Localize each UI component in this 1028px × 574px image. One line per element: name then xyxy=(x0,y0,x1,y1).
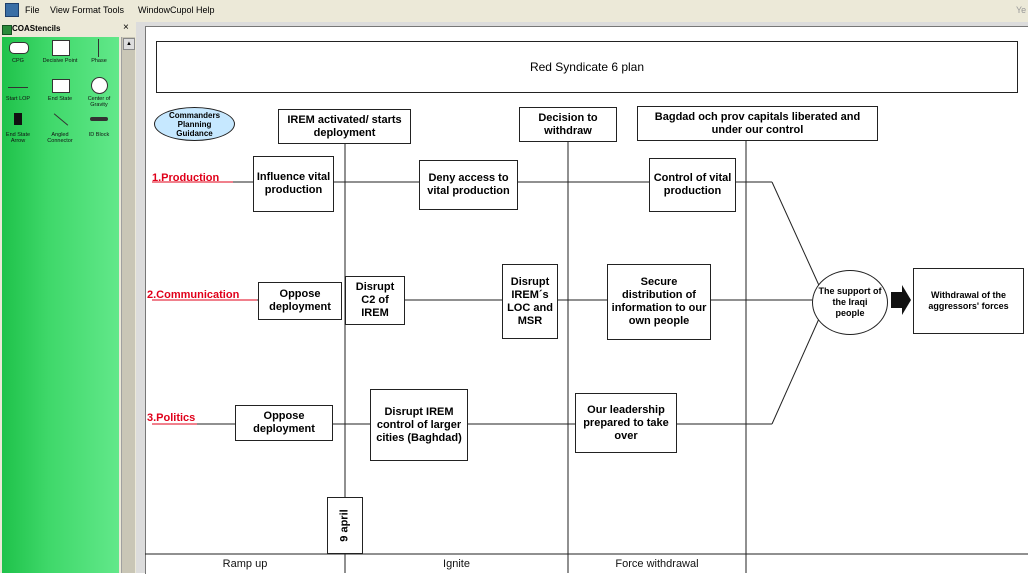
stencil-label-center-of-gravity: Center of Gravity xyxy=(87,96,111,108)
box-oppose-deployment-comm[interactable]: Oppose deployment xyxy=(258,282,342,320)
menu-tools[interactable]: Tools xyxy=(103,5,125,15)
center-of-gravity[interactable]: The support of the Iraqi people xyxy=(812,270,888,335)
end-state-stencil-icon[interactable] xyxy=(52,79,70,93)
box-leadership-prepared[interactable]: Our leadership prepared to take over xyxy=(575,393,677,453)
menu-file[interactable]: File xyxy=(25,5,40,15)
phase-ignite: Ignite xyxy=(443,558,470,570)
stencil-label-angled-connector: Angled Connector xyxy=(47,132,73,144)
stencil-label-id-block: ID Block xyxy=(88,132,110,138)
box-deny-access[interactable]: Deny access to vital production xyxy=(419,160,518,210)
stencil-title: COAStencils xyxy=(12,24,61,33)
close-icon[interactable]: × xyxy=(123,22,129,33)
box-oppose-deployment-politics[interactable]: Oppose deployment xyxy=(235,405,333,441)
stencil-label-end-state: End State xyxy=(47,96,73,102)
milestone-irem-activated[interactable]: IREM activated/ starts deployment xyxy=(278,109,411,144)
milestone-decision-withdraw[interactable]: Decision to withdraw xyxy=(519,107,617,142)
stencil-label-end-state-arrow: End State Arrow xyxy=(5,132,31,144)
date-marker-label: 9 april xyxy=(338,509,351,542)
scroll-up-icon[interactable]: ▲ xyxy=(123,38,135,50)
stencil-icon xyxy=(2,25,12,35)
center-of-gravity-stencil-icon[interactable] xyxy=(91,77,108,94)
plan-title-box[interactable]: Red Syndicate 6 plan xyxy=(156,41,1018,93)
box-disrupt-irem-cities[interactable]: Disrupt IREM control of larger cities (B… xyxy=(370,389,468,461)
stencil-label-start-lop: Start LOP xyxy=(5,96,31,102)
app-icon[interactable] xyxy=(5,3,19,17)
stencil-body: CPG Decisive Point Phase Start LOP End S… xyxy=(2,37,119,573)
commanders-planning-guidance[interactable]: Commanders Planning Guidance xyxy=(154,107,235,141)
box-influence-vital-production[interactable]: Influence vital production xyxy=(253,156,334,212)
stencil-scrollbar[interactable]: ▲ xyxy=(121,37,135,573)
id-block-stencil-icon[interactable] xyxy=(90,117,108,121)
box-disrupt-c2[interactable]: Disrupt C2 of IREM xyxy=(345,276,405,325)
phase-force-withdrawal: Force withdrawal xyxy=(615,558,699,570)
cpg-stencil-icon[interactable] xyxy=(9,42,29,54)
phase-ramp-up: Ramp up xyxy=(222,558,268,570)
end-state-arrow-stencil-icon[interactable] xyxy=(14,113,22,125)
milestone-baghdad-liberated[interactable]: Bagdad och prov capitals liberated and u… xyxy=(637,106,878,141)
stencil-label-cpg: CPG xyxy=(12,58,24,64)
decisive-point-stencil-icon[interactable] xyxy=(52,40,70,56)
menubar-right-label: Ye xyxy=(1016,5,1027,15)
row-label-politics: 3.Politics xyxy=(147,412,196,424)
phase-stencil-icon[interactable] xyxy=(98,39,99,57)
menu-cupol[interactable]: Cupol xyxy=(170,5,194,15)
row-label-production: 1.Production xyxy=(152,172,220,184)
menu-format[interactable]: Format xyxy=(72,5,101,15)
stencil-label-decisive-point: Decisive Point xyxy=(42,58,78,64)
date-marker-box[interactable]: 9 april xyxy=(327,497,363,554)
stencil-header: COAStencils × xyxy=(0,22,136,36)
menu-help[interactable]: Help xyxy=(196,5,215,15)
box-disrupt-loc-msr[interactable]: Disrupt IREM´s LOC and MSR xyxy=(502,264,558,339)
box-secure-distribution[interactable]: Secure distribution of information to ou… xyxy=(607,264,711,340)
stencil-label-phase: Phase xyxy=(91,58,107,64)
end-state-box[interactable]: Withdrawal of the aggressors' forces xyxy=(913,268,1024,334)
box-control-vital-production[interactable]: Control of vital production xyxy=(649,158,736,212)
menu-view[interactable]: View xyxy=(50,5,70,15)
row-label-communication: 2.Communication xyxy=(147,289,240,301)
menu-window[interactable]: Window xyxy=(138,5,171,15)
start-lop-stencil-icon[interactable] xyxy=(8,87,28,88)
end-state-arrow-icon xyxy=(891,285,911,315)
